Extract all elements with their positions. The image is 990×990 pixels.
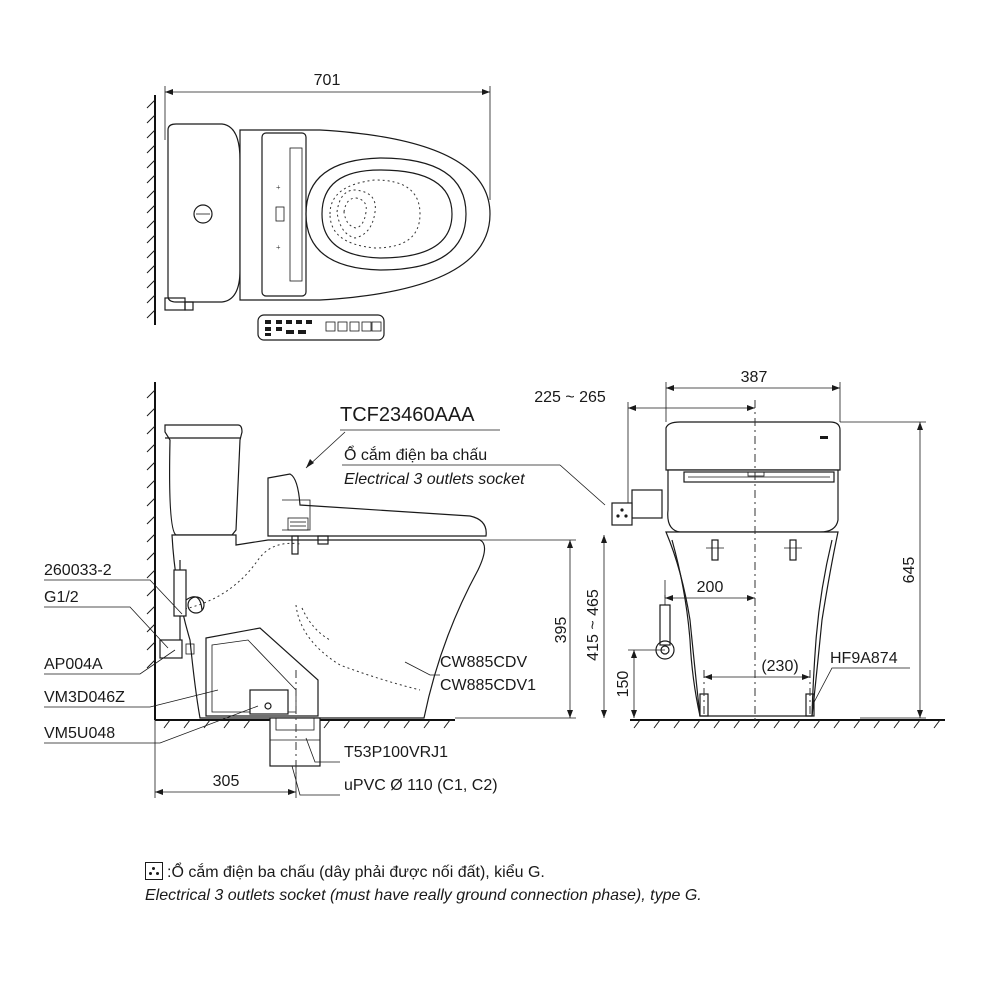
seat-height-dim: 415 ~ 465 [585, 589, 602, 661]
footnote-vi: :Ổ cắm điện ba chấu (dây phải được nối đ… [145, 862, 545, 882]
side-view: TCF23460AAA Ổ cắm điện ba chấu Electrica… [44, 382, 607, 798]
rough-in-dim: 305 [213, 773, 240, 790]
socket-symbol-icon [145, 862, 163, 880]
socket-label-en: Electrical 3 outlets socket [344, 471, 525, 488]
part-g12: G1/2 [44, 589, 79, 606]
socket-offset-dim: 225 ~ 265 [534, 389, 606, 406]
front-height-dim: 645 [901, 557, 918, 584]
svg-text:+: + [276, 183, 281, 192]
socket-label-vi: Ổ cắm điện ba chấu [344, 445, 487, 464]
part-upvc: uPVC Ø 110 (C1, C2) [344, 777, 498, 794]
footnote-vi-text: :Ổ cắm điện ba chấu (dây phải được nối đ… [167, 864, 545, 881]
front-width-dim: 387 [741, 369, 768, 386]
part-t53p100vrj1: T53P100VRJ1 [344, 744, 448, 761]
part-vm3d046z: VM3D046Z [44, 689, 125, 706]
socket-icon [611, 502, 633, 526]
part-cw885cdv: CW885CDV [440, 654, 527, 671]
part-ap004a: AP004A [44, 656, 103, 673]
supply-offset-dim: 200 [697, 579, 724, 596]
svg-text:+: + [276, 243, 281, 252]
part-260033-2: 260033-2 [44, 562, 112, 579]
part-cw885cdv1: CW885CDV1 [440, 677, 536, 694]
front-view: 387 225 ~ 265 645 200 150 (230) HF9 [534, 369, 945, 729]
top-view: 701 + + [146, 72, 491, 341]
model-label: TCF23460AAA [340, 404, 475, 426]
bowl-height-dim: 395 [553, 617, 570, 644]
top-width-dim: 701 [314, 72, 341, 89]
bolt-spacing-dim: (230) [761, 658, 798, 675]
supply-height-dim: 150 [615, 671, 632, 698]
footnote-en: Electrical 3 outlets socket (must have r… [145, 887, 702, 904]
part-hf9a874: HF9A874 [830, 650, 898, 667]
part-vm5u048: VM5U048 [44, 725, 115, 742]
